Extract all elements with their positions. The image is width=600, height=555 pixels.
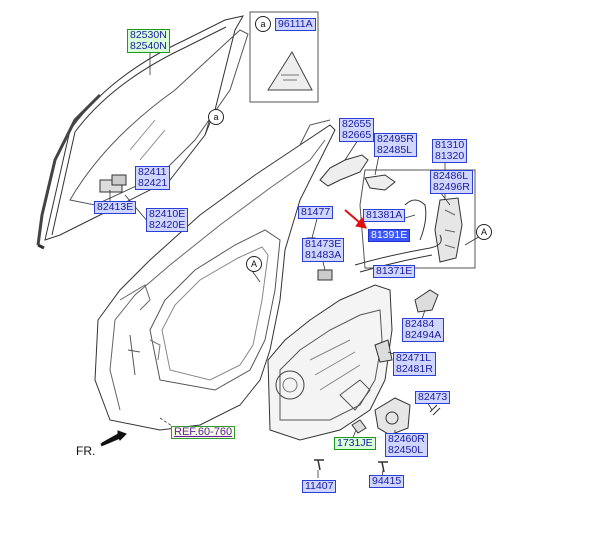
part-81381a[interactable]: 81381A	[363, 209, 406, 222]
callout-circle-a-top: a	[255, 16, 271, 32]
door-module-panel	[267, 284, 393, 441]
window-motor	[374, 397, 411, 436]
part-11407[interactable]: 11407	[302, 480, 337, 493]
part-81310: 81310	[435, 139, 465, 151]
label-82655-82665[interactable]: 82655 82665	[339, 118, 375, 142]
part-82460r: 82460R	[388, 433, 425, 445]
part-82486l: 82486L	[433, 170, 469, 182]
outside-handle	[319, 154, 369, 187]
callout-circle-A-right: A	[476, 224, 492, 240]
label-82471l-82481r[interactable]: 82471L 82481R	[393, 352, 436, 376]
part-82655: 82655	[342, 118, 372, 130]
part-82540n: 82540N	[130, 40, 167, 52]
front-direction-arrow	[101, 430, 127, 444]
label-82410e-82420e[interactable]: 82410E 82420E	[146, 208, 189, 232]
label-81473e-81483a[interactable]: 81473E 81483A	[302, 238, 345, 262]
part-82450l: 82450L	[388, 444, 424, 456]
label-82484-82494a[interactable]: 82484 82494A	[402, 318, 445, 342]
part-82495r: 82495R	[377, 133, 414, 145]
part-82420e: 82420E	[149, 219, 186, 231]
part-81391e[interactable]: 81391E	[368, 229, 411, 242]
part-82410e: 82410E	[149, 208, 186, 220]
part-82413e[interactable]: 82413E	[94, 201, 137, 214]
part-94415[interactable]: 94415	[369, 475, 405, 488]
label-82486l-82496r[interactable]: 82486L 82496R	[430, 170, 473, 194]
part-82473[interactable]: 82473	[415, 391, 451, 404]
part-82494a: 82494A	[405, 329, 442, 341]
warning-label-triangle	[267, 51, 313, 91]
part-82665: 82665	[342, 129, 372, 141]
part-81473e: 81473E	[305, 238, 342, 250]
callout-circle-a-glass: a	[208, 109, 224, 125]
label-82530n-82540n[interactable]: 82530N 82540N	[127, 29, 170, 53]
part-82411: 82411	[138, 166, 167, 178]
part-82481r: 82481R	[396, 363, 433, 375]
door-frame	[94, 124, 336, 431]
label-81310-81320[interactable]: 81310 81320	[432, 139, 468, 163]
part-1731je[interactable]: 1731JE	[334, 437, 376, 450]
label-82411-82421[interactable]: 82411 82421	[135, 166, 171, 190]
door-latch	[434, 197, 463, 263]
part-82530n: 82530N	[130, 29, 167, 41]
part-81320: 81320	[435, 150, 465, 162]
lock-cable	[354, 234, 442, 266]
part-82496r: 82496R	[433, 181, 470, 193]
label-82495r-82485l[interactable]: 82495R 82485L	[374, 133, 417, 157]
detail-box-A	[359, 169, 476, 269]
part-82485l: 82485L	[377, 144, 413, 156]
window-glass-inner	[69, 29, 249, 206]
part-82471l: 82471L	[396, 352, 432, 364]
label-82460r-82450l[interactable]: 82460R 82450L	[385, 433, 428, 457]
part-96111a[interactable]: 96111A	[275, 18, 316, 31]
part-81483a: 81483A	[305, 249, 342, 261]
part-81477[interactable]: 81477	[298, 206, 334, 219]
part-82484: 82484	[405, 318, 435, 330]
ref-link-60-760[interactable]: REF.60-760	[171, 426, 236, 439]
part-82421: 82421	[138, 177, 168, 189]
part-81371e[interactable]: 81371E	[373, 265, 416, 278]
glass-run-channel	[36, 93, 102, 246]
callout-circle-A-door: A	[246, 256, 262, 272]
front-direction-label: FR.	[76, 444, 96, 458]
